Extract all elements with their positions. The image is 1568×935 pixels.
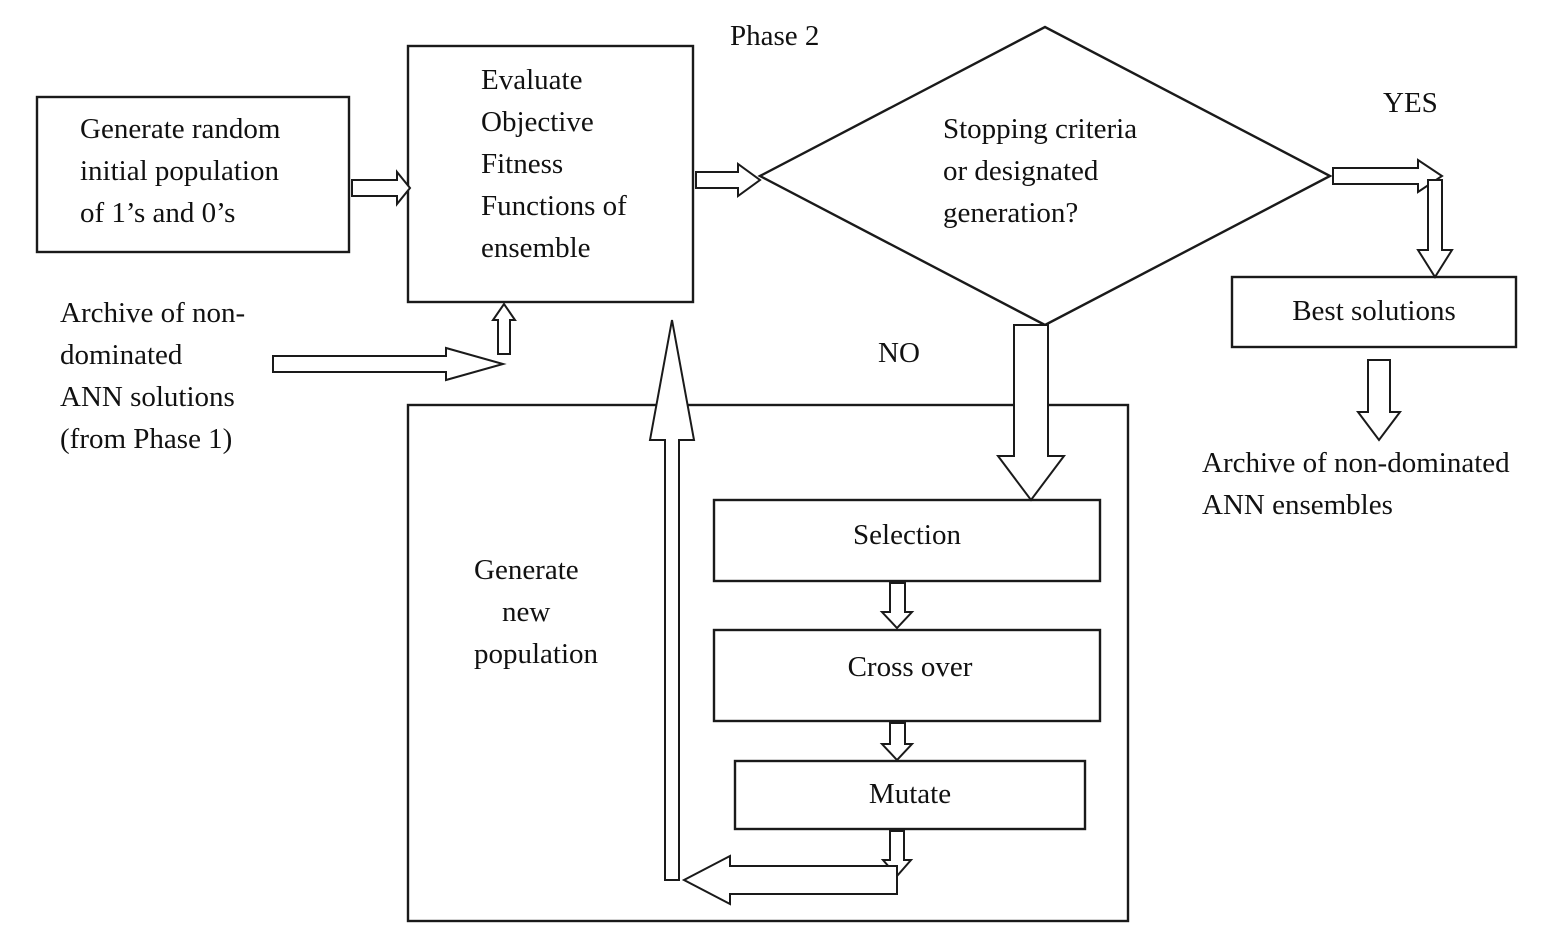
- arrow-best-to-archive: [1356, 359, 1402, 442]
- phase-label: Phase 2: [730, 20, 820, 52]
- arrow-selection-to-crossover: [879, 582, 915, 630]
- generate-random-line: Generate random: [80, 113, 281, 145]
- arrow-mutate-down: [880, 830, 914, 878]
- archive-output-line: Archive of non-dominated: [1202, 447, 1510, 479]
- mutate-label: Mutate: [868, 778, 952, 810]
- arrow-mutate-return-left: [681, 854, 898, 906]
- evaluate-line: Functions of: [481, 190, 627, 222]
- evaluate-box: [406, 44, 695, 304]
- decision-line: Stopping criteria: [943, 113, 1138, 145]
- selection-label: Selection: [853, 519, 961, 551]
- archive-input-line: (from Phase 1): [60, 423, 233, 455]
- arrow-decision-no-down: [996, 324, 1066, 502]
- arrow-crossover-to-mutate: [879, 722, 915, 762]
- evaluate-line: Fitness: [481, 148, 564, 180]
- selection-box: [712, 498, 1102, 583]
- evaluate-line: Evaluate: [481, 64, 583, 96]
- arrow-loop-up-to-evaluate: [648, 319, 696, 881]
- decision-label: Stopping criteria or designated generati…: [943, 108, 1137, 234]
- arrow-evaluate-to-decision: [695, 162, 762, 198]
- evaluate-label: Evaluate Objective Fitness Functions of …: [481, 59, 627, 269]
- generate-random-label: Generate random initial population of 1’…: [80, 108, 280, 234]
- evaluate-line: Objective: [481, 106, 594, 138]
- archive-input-line: ANN solutions: [60, 381, 235, 413]
- generate-new-line: new: [502, 596, 551, 628]
- arrow-archive-to-evaluate-up: [491, 302, 517, 355]
- generate-random-line: initial population: [80, 155, 279, 187]
- evaluate-line: ensemble: [481, 232, 591, 264]
- cross-over-label: Cross over: [847, 651, 973, 683]
- generate-random-line: of 1’s and 0’s: [80, 197, 236, 229]
- yes-label: YES: [1383, 87, 1438, 119]
- arrow-decision-yes-down: [1416, 179, 1454, 279]
- no-label: NO: [878, 337, 920, 369]
- arrow-generate-to-evaluate: [351, 169, 412, 207]
- decision-diamond: [757, 25, 1333, 327]
- cross-over-box: [712, 628, 1102, 723]
- generate-new-line: Generate: [474, 554, 579, 586]
- archive-output-label: Archive of non-dominated ANN ensembles: [1202, 442, 1510, 526]
- decision-line: generation?: [943, 197, 1079, 229]
- archive-input-line: dominated: [60, 339, 183, 371]
- generate-new-population-label: Generate new population: [474, 549, 598, 675]
- generate-new-line: population: [474, 638, 599, 670]
- archive-output-line: ANN ensembles: [1202, 489, 1393, 521]
- mutate-box: [733, 759, 1087, 831]
- archive-input-line: Archive of non-: [60, 297, 246, 329]
- decision-line: or designated: [943, 155, 1099, 187]
- arrow-decision-yes-right: [1332, 158, 1444, 194]
- archive-input-label: Archive of non- dominated ANN solutions …: [60, 292, 245, 460]
- best-solutions-label: Best solutions: [1292, 295, 1456, 327]
- arrow-archive-to-evaluate-horizontal: [272, 346, 507, 382]
- best-solutions-box: [1230, 275, 1518, 349]
- generate-random-box: [35, 95, 351, 254]
